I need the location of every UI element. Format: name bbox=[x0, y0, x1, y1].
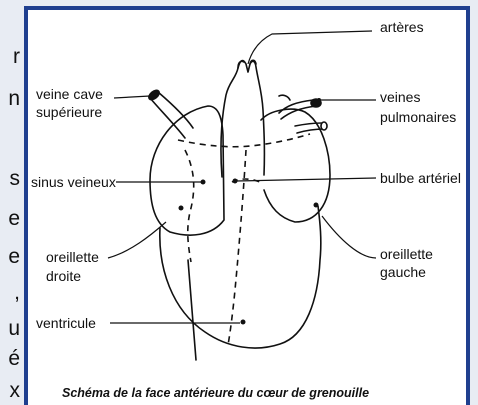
pulmonary-vein-branch-opening bbox=[321, 122, 327, 130]
dot-bulbe bbox=[233, 179, 238, 184]
label-bulbe-arteriel: bulbe artériel bbox=[380, 170, 461, 187]
label-oreillette-droite-line1: oreillette bbox=[46, 249, 99, 266]
dot-ventricule bbox=[241, 320, 246, 325]
leader-oreillette-droite bbox=[108, 222, 166, 258]
label-sinus-veineux: sinus veineux bbox=[31, 174, 116, 191]
label-ventricule: ventricule bbox=[36, 315, 96, 332]
label-veines-pulmonaires-line1: veines bbox=[380, 89, 420, 106]
right-atrium-outline bbox=[150, 106, 224, 235]
dot-oreillette-gauche bbox=[314, 203, 319, 208]
lower-vessel bbox=[188, 260, 196, 360]
label-veines-pulmonaires-line2: pulmonaires bbox=[380, 109, 456, 126]
leader-arteres bbox=[248, 31, 372, 64]
vena-cava-opening bbox=[147, 88, 161, 101]
dot-veines-pulm bbox=[317, 98, 321, 102]
label-veine-cave-line1: veine cave bbox=[36, 86, 103, 103]
dot-sinus bbox=[201, 180, 206, 185]
label-oreillette-droite-line2: droite bbox=[46, 268, 81, 285]
label-veine-cave-line2: supérieure bbox=[36, 104, 102, 121]
figure-caption: Schéma de la face antérieure du cœur de … bbox=[62, 386, 462, 400]
label-oreillette-gauche-line2: gauche bbox=[380, 264, 426, 281]
dashed-septum-top bbox=[178, 134, 310, 147]
dashed-sinus-outline bbox=[185, 150, 194, 262]
leader-oreillette-gauche bbox=[322, 216, 376, 258]
label-arteres: artères bbox=[380, 19, 424, 36]
dot-oreillette-droite bbox=[179, 206, 184, 211]
label-oreillette-gauche-line1: oreillette bbox=[380, 246, 433, 263]
leader-veine-cave bbox=[114, 96, 150, 98]
pulmonary-stub bbox=[279, 95, 290, 100]
artery-stub-right bbox=[250, 60, 256, 64]
arterial-trunk-outline bbox=[221, 61, 264, 177]
leader-bulbe bbox=[236, 178, 376, 181]
